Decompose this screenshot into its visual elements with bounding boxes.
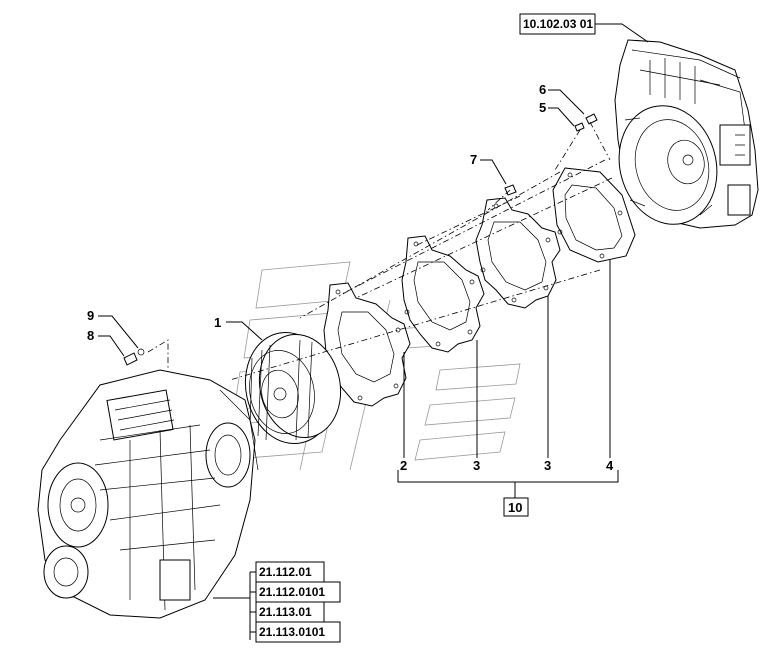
callout-5: 5: [539, 100, 546, 115]
engine-flywheel-housing: [614, 39, 759, 229]
transmission-reference-3: 21.113.01: [259, 605, 312, 619]
leader-lines: [98, 23, 649, 640]
callout-9: 9: [87, 308, 94, 323]
flex-plate-3b: [475, 197, 561, 309]
torque-converter-1: [244, 331, 342, 445]
transmission-reference-2: 21.112.0101: [259, 585, 325, 599]
gasket-4: [552, 167, 636, 263]
callout-6: 6: [539, 82, 546, 97]
kit-label: 10: [508, 500, 522, 515]
transmission-reference-1: 21.112.01: [259, 565, 312, 579]
callout-2: 2: [400, 458, 407, 473]
kit-reference-box: 10: [503, 497, 529, 517]
engine-reference-box: 10.102.03 01: [519, 13, 596, 35]
callout-3b: 3: [544, 458, 551, 473]
engine-reference: 10.102.03 01: [523, 17, 593, 31]
transmission-reference-4: 21.113.0101: [259, 625, 325, 639]
callout-7: 7: [470, 152, 477, 167]
callout-3a: 3: [473, 458, 480, 473]
callout-4: 4: [606, 458, 614, 473]
callout-1: 1: [214, 315, 221, 330]
assembly-center-lines: [147, 121, 613, 381]
callout-8: 8: [87, 328, 94, 343]
transmission-assembly: [37, 369, 259, 619]
transmission-reference-boxes: 21.112.01 21.112.0101 21.113.01 21.113.0…: [255, 561, 341, 643]
